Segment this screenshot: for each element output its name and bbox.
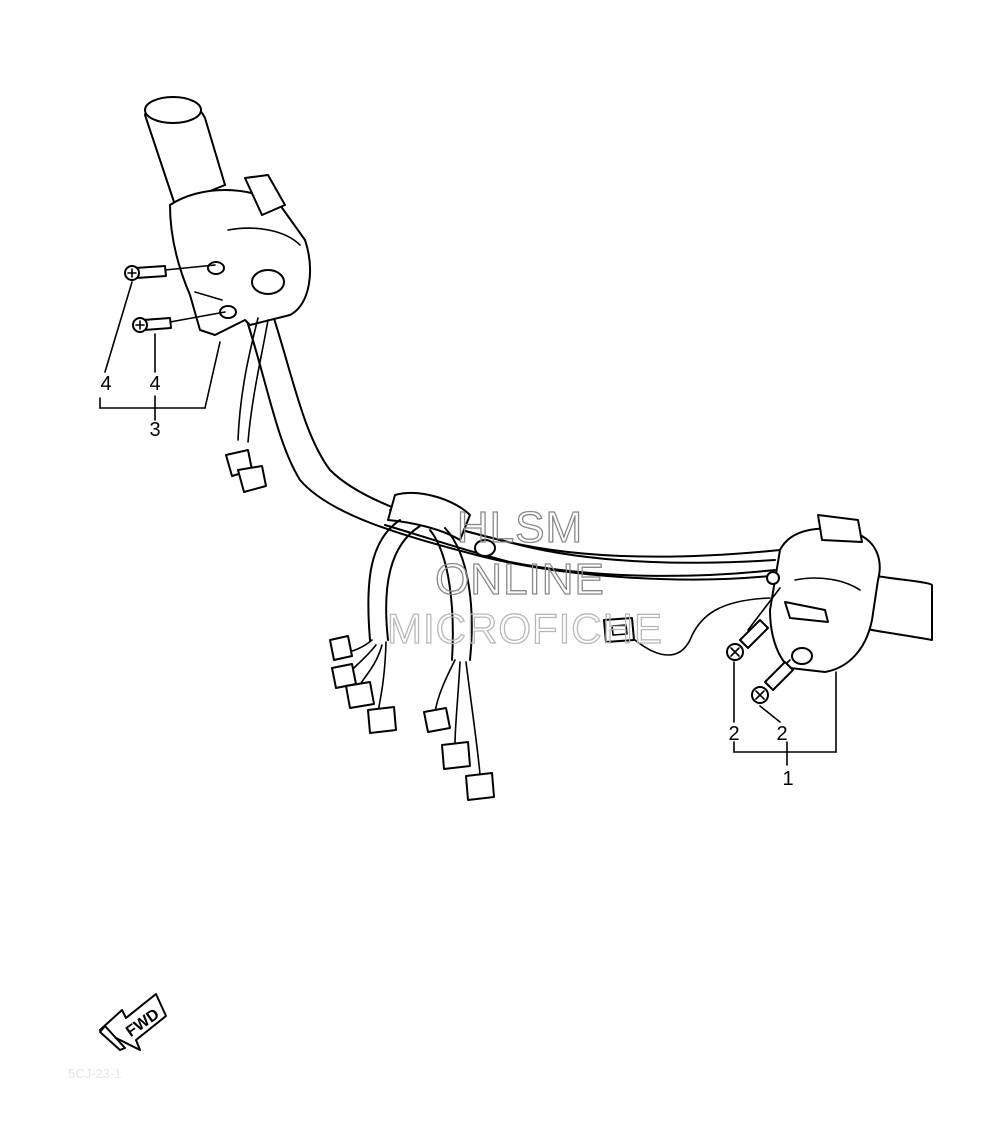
harness-connectors-left — [329, 635, 397, 734]
watermark-line-3: MICROFICHE — [387, 605, 663, 652]
callout-right-screw-a: 2 — [728, 723, 739, 745]
callout-left-screw-a: 4 — [100, 373, 111, 395]
callout-right-screw-b: 2 — [776, 723, 787, 745]
right-screw-lower — [751, 659, 794, 704]
callout-right-switch: 1 — [782, 768, 793, 790]
left-screw-lower — [132, 311, 226, 333]
figure-code: 5CJ-23-1 — [68, 1066, 121, 1081]
callout-left-switch: 3 — [149, 419, 160, 441]
watermark-line-1: HLSM — [457, 503, 583, 552]
left-handlebar-switch — [144, 96, 311, 336]
fwd-direction-arrow: FWD — [99, 993, 167, 1051]
left-screw-upper — [124, 264, 216, 281]
watermark-line-2: ONLINE — [435, 555, 605, 604]
harness-connectors-right — [423, 707, 495, 801]
right-handlebar-switch — [766, 514, 933, 673]
wire-harness — [339, 491, 776, 776]
left-callout-bracket — [99, 281, 221, 421]
right-callout-bracket — [733, 661, 837, 766]
callout-left-screw-b: 4 — [149, 373, 160, 395]
left-switch-wire — [225, 317, 269, 493]
right-screw-upper — [726, 587, 781, 661]
